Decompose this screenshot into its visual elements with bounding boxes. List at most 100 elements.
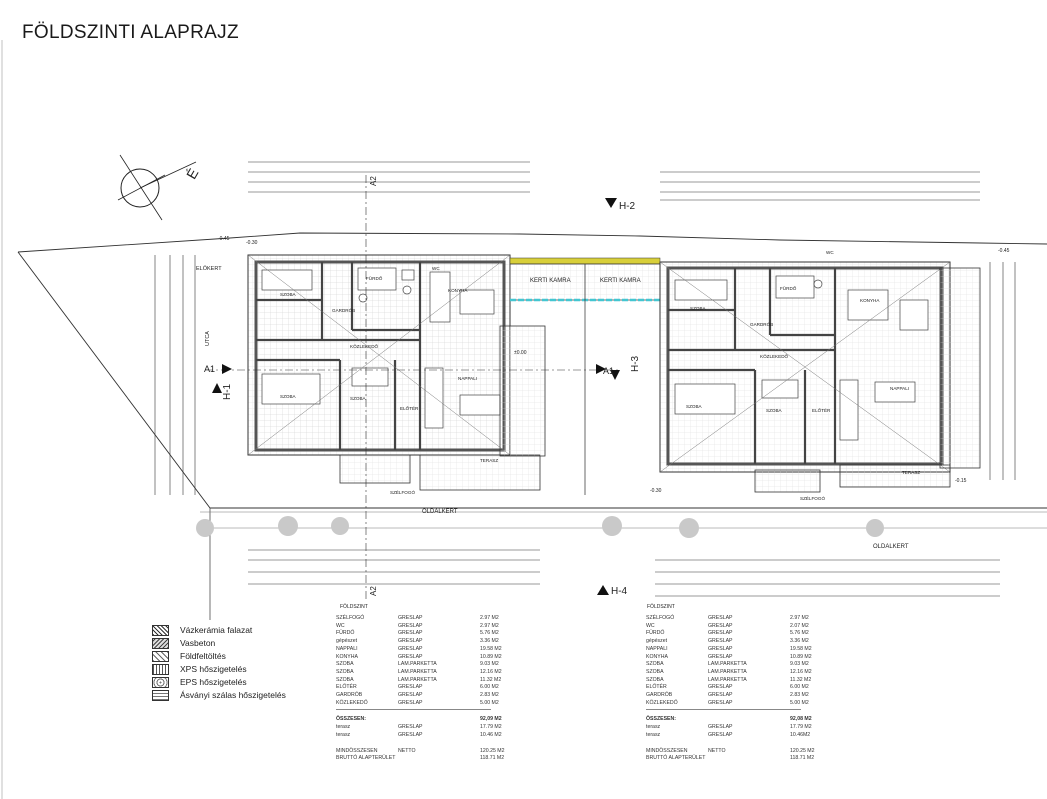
legend-item: Földfeltöltés	[152, 650, 332, 662]
level-mark: -0.45	[218, 236, 230, 242]
table-cell: GRESLAP	[708, 622, 733, 629]
table-cell: LAM.PARKETTA	[398, 676, 437, 683]
room-label: WC	[826, 250, 834, 255]
swatch-brick	[152, 624, 169, 636]
table-cell: 120.25 M2	[480, 747, 505, 754]
table-cell: MINDÖSSZESEN	[646, 747, 688, 754]
table-cell: GRESLAP	[398, 699, 423, 706]
table-cell: SZÉLFOGÓ	[646, 615, 675, 621]
table-cell: FÜRDŐ	[646, 630, 665, 637]
label-oldalkert-left: OLDALKERT	[422, 509, 458, 515]
table-cell: terasz	[646, 724, 661, 731]
room-label: NAPPALI	[458, 376, 477, 381]
room-label: ELŐTÉR	[400, 405, 419, 411]
table-cell: MINDÖSSZESEN	[336, 747, 378, 754]
room-label: KÖZLEKEDŐ	[350, 343, 379, 349]
table-cell: GRESLAP	[708, 731, 733, 738]
table-cell: 5.76 M2	[480, 630, 499, 637]
table-cell: GRESLAP	[708, 645, 733, 652]
table-cell: SZOBA	[646, 661, 664, 668]
table-cell: 12.16 M2	[480, 668, 502, 675]
legend: Vázkerámia falazat Vasbeton Földfeltölté…	[152, 624, 332, 702]
compass-label: É	[183, 166, 202, 182]
table-cell: ELŐTÉR	[336, 684, 357, 691]
table-cell: GRESLAP	[708, 630, 733, 637]
swatch-mineral	[152, 689, 169, 701]
table-cell	[398, 755, 480, 763]
table-cell: GRESLAP	[398, 724, 423, 731]
swatch-xps	[152, 663, 169, 675]
label-foldszint-left: FÖLDSZINT	[340, 603, 368, 610]
dimension-lines	[154, 161, 1016, 597]
table-cell: GRESLAP	[708, 692, 733, 699]
table-cell: GRESLAP	[708, 653, 733, 660]
legend-item: Vázkerámia falazat	[152, 624, 332, 636]
level-mark: -0.45	[998, 248, 1010, 254]
section-a2-top: A2	[369, 176, 378, 186]
section-h1: H-1	[222, 383, 233, 400]
table-cell: GRESLAP	[398, 692, 423, 699]
section-a1-left: A1	[204, 364, 215, 374]
table-cell: GRESLAP	[398, 731, 423, 738]
table-cell: LAM.PARKETTA	[708, 668, 747, 675]
table-cell: GRESLAP	[398, 684, 423, 691]
table-cell: BRUTTÓ ALAPTERÜLET	[336, 755, 396, 762]
legend-item: XPS hőszigetelés	[152, 663, 332, 675]
table-cell: terasz	[336, 731, 351, 738]
right-house	[659, 261, 981, 493]
table-cell: 17.79 M2	[790, 724, 812, 731]
table-cell: 11.32 M2	[480, 676, 502, 683]
room-label: KÖZLEKEDŐ	[760, 353, 789, 359]
table-row: terasz GRESLAP 17.79 M2	[336, 724, 510, 732]
table-cell: GARDRÓB	[646, 692, 673, 699]
table-cell: BRUTTÓ ALAPTERÜLET	[646, 755, 706, 762]
table-cell: NAPPALI	[646, 645, 668, 652]
table-cell: 11.32 M2	[790, 676, 812, 683]
table-cell: SZOBA	[646, 676, 664, 683]
table-cell: 2.07 M2	[790, 622, 809, 629]
table-cell: SZÉLFOGÓ	[336, 615, 365, 621]
table-cell: 17.79 M2	[480, 724, 502, 731]
table-cell: 9.03 M2	[480, 661, 499, 668]
table-cell: LAM.PARKETTA	[398, 668, 437, 675]
table-cell: terasz	[646, 731, 661, 738]
label-oldalkert-right: OLDALKERT	[873, 544, 909, 550]
table-cell: LAM.PARKETTA	[708, 676, 747, 683]
table-row: SZOBA LAM.PARKETTA 12.16 M2	[336, 669, 510, 677]
room-label: SZOBA	[690, 306, 707, 311]
section-markers: H-2 H-4 H-1 H-3 A1 A1 A2 A2	[204, 176, 641, 597]
table-cell: 2.97 M2	[480, 622, 499, 629]
room-label: SZÉLFOGÓ	[390, 489, 415, 495]
table-cell	[708, 755, 790, 763]
table-cell: terasz	[336, 724, 351, 731]
table-cell: 10.89 M2	[480, 653, 502, 660]
table-cell: GRESLAP	[398, 622, 423, 629]
room-label: FÜRDŐ	[366, 275, 383, 281]
table-cell: 3.36 M2	[790, 638, 809, 645]
table-cell: 9.03 M2	[790, 661, 809, 668]
room-label: TERASZ	[902, 470, 920, 475]
table-cell: 6.00 M2	[480, 684, 499, 691]
table-cell: SZOBA	[336, 668, 354, 675]
room-label: GARDRÓB	[750, 321, 773, 327]
table-row: SZOBA LAM.PARKETTA 11.32 M2	[646, 677, 820, 685]
table-cell: SZOBA	[646, 668, 664, 675]
north-compass: É	[117, 154, 202, 221]
table-cell: KONYHA	[646, 653, 668, 660]
room-label: FÜRDŐ	[780, 285, 797, 291]
section-a1-right: A1	[603, 366, 614, 376]
